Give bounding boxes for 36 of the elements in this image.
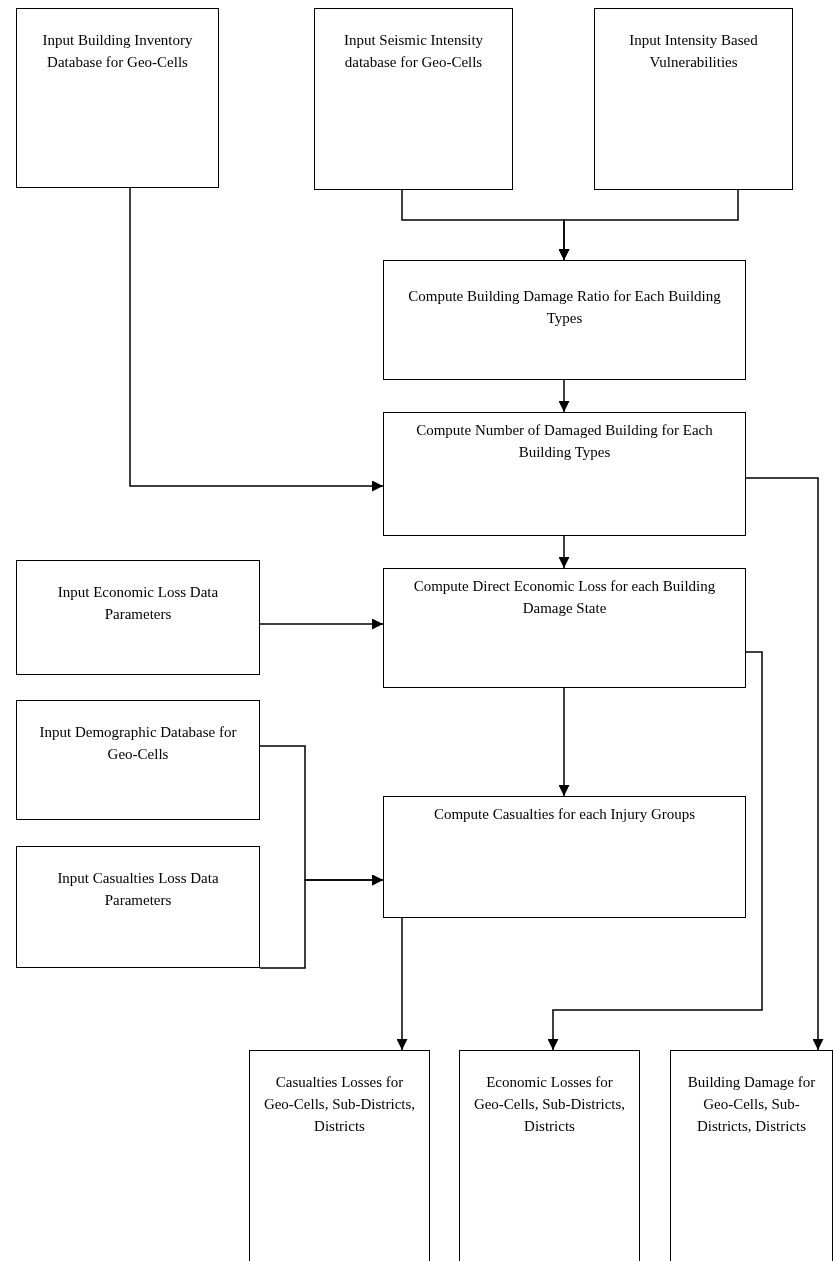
box-text: Input Demographic Database for Geo-Cells <box>38 723 238 764</box>
box-text: Input Economic Loss Data Parameters <box>56 583 220 624</box>
arrow <box>396 917 408 1051</box>
process-box <box>249 1050 430 1261</box>
box-text: Compute Building Damage Ratio for Each Building Types <box>407 287 722 328</box>
process-box <box>383 568 746 688</box>
box-text: Input Seismic Intensity database for Geo-Cells <box>342 31 485 72</box>
box-text: Input Intensity Based Vulnerabilities <box>628 31 759 72</box>
arrow <box>558 189 739 261</box>
arrow <box>259 874 384 969</box>
arrow <box>129 187 384 492</box>
box-text: Input Casualties Loss Data Parameters <box>56 869 220 910</box>
box-text: Compute Direct Economic Loss for each Building Damage State <box>412 577 717 618</box>
arrow <box>558 687 570 797</box>
process-box <box>459 1050 640 1261</box>
box-text: Casualties Losses for Geo-Cells, Sub-Districts, Districts <box>262 1073 417 1136</box>
process-box <box>594 8 793 190</box>
box-text: Input Building Inventory Database for Geo-Cells <box>41 31 194 72</box>
process-box <box>383 796 746 918</box>
process-box <box>16 8 219 188</box>
arrow <box>745 477 824 1051</box>
process-box <box>383 260 746 380</box>
process-box <box>16 846 260 968</box>
process-box <box>314 8 513 190</box>
arrow <box>558 379 570 413</box>
process-box <box>16 700 260 820</box>
box-text: Compute Casualties for each Injury Groups <box>432 805 697 824</box>
box-text: Economic Losses for Geo-Cells, Sub-Districts, Districts <box>472 1073 627 1136</box>
process-box <box>16 560 260 675</box>
process-box <box>670 1050 833 1261</box>
arrow <box>558 535 570 569</box>
process-box <box>383 412 746 536</box>
box-text: Compute Number of Damaged Building for Each Building Types <box>415 421 714 462</box>
arrow <box>259 618 384 630</box>
arrow <box>547 651 763 1051</box>
box-text: Building Damage for Geo-Cells, Sub-Districts, Districts <box>686 1073 817 1136</box>
